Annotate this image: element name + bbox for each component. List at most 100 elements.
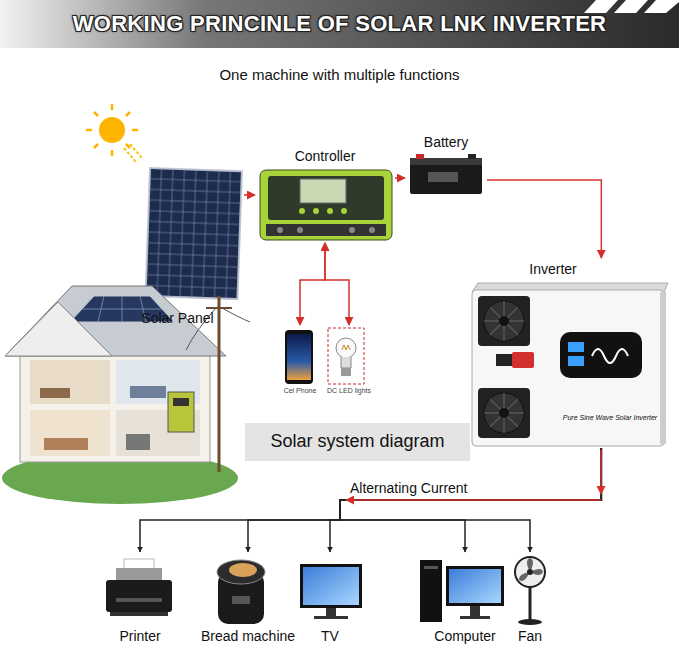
sun-icon xyxy=(86,104,138,156)
battery-icon xyxy=(416,154,424,159)
fan-icon xyxy=(515,557,545,625)
inverter-unit xyxy=(472,290,664,446)
inverter-unit xyxy=(484,301,524,341)
battery-icon xyxy=(428,172,458,182)
inverter-unit xyxy=(496,354,512,366)
charge-controller-icon xyxy=(297,227,303,233)
battery-node: Battery xyxy=(405,133,487,195)
node-label: Bread machine xyxy=(198,628,298,644)
ac-flow-arrows xyxy=(346,450,601,500)
battery-icon xyxy=(410,162,482,194)
charge-controller-icon xyxy=(299,208,305,214)
charge-controller-icon xyxy=(349,227,355,233)
ac-wire xyxy=(340,448,601,552)
device-print: Pure Sine Wave Solar Inverter xyxy=(556,414,664,422)
led-bulb-icon xyxy=(341,357,351,368)
caption-band: Solar system diagram xyxy=(245,423,470,461)
house-illustration xyxy=(30,410,110,456)
computer-icon xyxy=(470,606,480,616)
computer-icon xyxy=(460,616,490,619)
inverter-unit xyxy=(478,296,530,346)
title-banner xyxy=(0,0,679,48)
node-label: Controller xyxy=(255,148,395,164)
node-label: Cel Phone xyxy=(270,387,330,395)
charge-controller-icon xyxy=(260,170,392,240)
tv-icon xyxy=(303,567,359,605)
ac-wire xyxy=(330,448,601,552)
inverter-unit xyxy=(478,388,530,438)
printer-icon xyxy=(106,559,172,616)
cell-phone-icon xyxy=(285,330,313,384)
fan-icon xyxy=(529,587,532,620)
led-bulb-icon xyxy=(336,338,356,358)
node-label: TV xyxy=(288,628,372,644)
inverter-unit xyxy=(484,301,524,341)
charge-controller-icon xyxy=(341,208,347,214)
led-bulb-icon xyxy=(328,328,364,384)
inverter-node: InverterPure Sine Wave Solar Inverter xyxy=(468,258,670,448)
inverter-unit xyxy=(568,356,584,366)
bread-machine-icon xyxy=(229,563,257,577)
title-banner xyxy=(0,0,679,48)
charge-controller-icon xyxy=(266,224,386,236)
bread-machine-icon xyxy=(217,560,265,624)
cell-phone-icon xyxy=(287,334,311,380)
cell-phone-icon xyxy=(285,330,313,384)
battery-icon xyxy=(410,154,482,194)
appliance-node: Computer xyxy=(418,552,512,646)
house-illustration xyxy=(218,296,221,472)
node-label: Printer xyxy=(95,628,185,644)
tv-icon xyxy=(314,616,348,619)
ac-flow-arrow xyxy=(600,450,602,494)
charge-controller-icon xyxy=(327,208,333,214)
fan-icon xyxy=(515,557,545,587)
tv-icon xyxy=(300,564,362,608)
flow-arrow xyxy=(300,243,325,325)
inverter-unit xyxy=(472,283,668,446)
charge-controller-icon xyxy=(313,208,319,214)
node-label: Battery xyxy=(405,134,487,150)
edge-group xyxy=(140,178,601,552)
flow-arrow xyxy=(325,243,349,325)
ac-flow-arrow xyxy=(346,499,601,501)
house-illustration xyxy=(126,434,150,450)
ac-wire xyxy=(340,448,601,552)
node-label: Solar system diagram xyxy=(245,431,470,452)
subtitle-label: One machine with multiple functions xyxy=(0,66,679,83)
house-illustration xyxy=(44,438,88,450)
inverter-unit xyxy=(512,352,534,368)
appliance-node: TV xyxy=(288,552,372,646)
solar-panel-icon xyxy=(146,168,242,299)
house-illustration xyxy=(206,307,232,309)
led-bulb-icon xyxy=(342,345,350,350)
title-banner xyxy=(614,0,648,13)
battery-icon xyxy=(468,154,476,159)
house-illustration xyxy=(20,350,210,462)
printer-icon xyxy=(110,612,168,616)
ac-wire xyxy=(248,448,601,552)
printer-icon xyxy=(116,568,162,582)
house-illustration xyxy=(30,360,110,404)
solar-panel-node: Solar Panel xyxy=(128,160,244,330)
house-illustration xyxy=(173,398,189,406)
house-illustration xyxy=(5,302,112,356)
charge-controller-icon xyxy=(277,227,283,233)
sun-icon xyxy=(124,144,142,162)
edge-label: Alternating Current xyxy=(350,480,468,496)
tv-icon xyxy=(326,608,336,616)
tv-icon xyxy=(300,564,362,619)
computer-icon xyxy=(449,569,501,603)
house-illustration xyxy=(168,392,194,432)
controller-node: Controller xyxy=(255,146,395,243)
printer-icon xyxy=(106,580,172,612)
node-label: Solar Panel xyxy=(130,310,225,326)
computer-icon xyxy=(420,560,442,622)
charge-controller-icon xyxy=(260,170,392,240)
charge-controller-icon xyxy=(268,176,384,220)
solar-panel-icon xyxy=(146,168,242,299)
charge-controller-icon xyxy=(369,227,375,233)
house-illustration xyxy=(40,388,70,398)
battery-icon xyxy=(410,158,482,165)
